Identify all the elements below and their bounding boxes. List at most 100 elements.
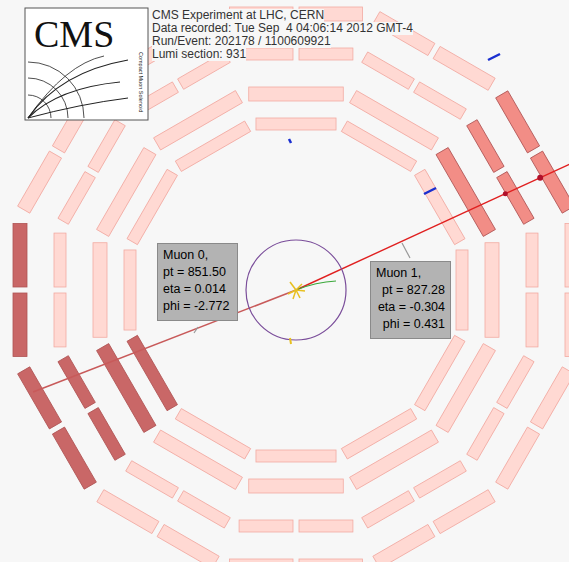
muon-track <box>33 290 296 392</box>
muon-chamber <box>530 151 569 213</box>
muon-chamber <box>414 461 467 498</box>
muon-chamber <box>97 344 156 433</box>
muon-chamber <box>496 91 540 153</box>
muon-chamber <box>54 233 66 287</box>
muon-chamber <box>496 427 540 489</box>
muon-value: phi = -2.772 <box>163 298 232 315</box>
jet-line <box>296 290 305 291</box>
muon-chambers <box>13 7 569 562</box>
hit-mark <box>488 54 500 60</box>
logo-arc <box>28 60 128 118</box>
muon-chamber <box>97 490 159 534</box>
muon-chamber <box>58 172 95 225</box>
muon-chamber <box>456 250 468 330</box>
muon-chamber <box>299 559 363 562</box>
muon-chamber <box>414 82 467 119</box>
logo-arc <box>28 82 120 118</box>
muon-value: eta = 0.014 <box>163 281 232 298</box>
muon-chamber <box>497 172 534 225</box>
jet-line <box>290 282 296 290</box>
jet-line <box>296 290 300 298</box>
tracker-boundary <box>246 240 346 340</box>
muon-chamber <box>362 52 415 89</box>
muon-chamber <box>436 344 495 433</box>
logo-arc <box>28 62 84 118</box>
tracker <box>246 240 346 344</box>
muon-chamber <box>97 148 156 237</box>
jet-line <box>293 290 296 299</box>
muon-chamber <box>350 91 439 150</box>
muon-name: Muon 1, <box>376 265 445 282</box>
header-text: Data recorded: Tue Sep 4 04:06:14 2012 G… <box>152 22 413 35</box>
logo-text: CMS <box>34 14 114 54</box>
muon-chamber <box>373 524 435 562</box>
muon-chamber <box>154 430 243 489</box>
muon-chamber <box>13 293 27 357</box>
muon-chamber <box>256 450 336 462</box>
muon-chamber <box>88 408 125 461</box>
jet-line <box>290 338 291 344</box>
muon-chamber <box>154 91 243 150</box>
header-text: Run/Event: 202178 / 1100609921 <box>152 35 331 48</box>
muon-chamber <box>88 120 125 173</box>
muon-chamber <box>467 408 504 461</box>
header-text: CMS Experiment at LHC, CERN <box>152 9 324 22</box>
muon-chamber <box>526 293 538 347</box>
logo-arc <box>28 56 104 118</box>
hit-mark <box>289 139 291 143</box>
hit-mark <box>424 188 436 194</box>
muon-chamber <box>13 223 27 287</box>
muon-chamber <box>124 250 136 330</box>
muon-chamber <box>433 490 495 534</box>
muon-value: phi = 0.431 <box>376 316 445 333</box>
logo-arc <box>28 95 51 118</box>
muon-chamber <box>256 118 336 130</box>
jet-line <box>296 284 302 290</box>
muon-chamber <box>497 356 534 409</box>
muon-chamber <box>93 243 107 338</box>
muon-chamber <box>157 524 219 562</box>
muon-chamber <box>350 430 439 489</box>
hit-mark <box>503 191 508 196</box>
muon-chamber <box>239 48 293 60</box>
muon-chamber <box>249 87 344 101</box>
muon-chamber <box>485 243 499 338</box>
muon-chamber <box>530 367 569 429</box>
muon-chamber <box>18 367 62 429</box>
muon-chamber <box>178 491 231 528</box>
muon-chamber <box>229 559 293 562</box>
muon-chamber <box>54 293 66 347</box>
muon-chamber <box>436 148 495 237</box>
muon-name: Muon 0, <box>163 247 232 264</box>
leader-line <box>402 243 410 258</box>
muon-chamber <box>126 461 179 498</box>
header-text: Lumi section: 931 <box>152 48 246 61</box>
muon-chamber <box>58 356 95 409</box>
muon-chamber <box>526 233 538 287</box>
muon-callout: Muon 0,pt = 851.50eta = 0.014phi = -2.77… <box>157 243 238 321</box>
muon-value: eta = -0.304 <box>376 299 445 316</box>
muon-chamber <box>362 491 415 528</box>
muon-chamber <box>18 151 62 213</box>
cms-logo <box>25 8 148 120</box>
muon-chamber <box>467 120 504 173</box>
muon-chamber <box>565 223 569 287</box>
hit-mark <box>537 175 543 181</box>
muon-chamber <box>565 293 569 357</box>
logo-arc <box>28 78 68 118</box>
muon-chamber <box>299 520 353 532</box>
muon-chamber <box>299 48 353 60</box>
muon-chamber <box>433 46 495 90</box>
muon-value: pt = 851.50 <box>163 264 232 281</box>
track <box>296 281 336 290</box>
muon-chamber <box>249 479 344 493</box>
muon-chamber <box>52 427 96 489</box>
muon-value: pt = 827.28 <box>376 282 445 299</box>
logo-subtitle: Compact Muon Solenoid <box>138 52 144 112</box>
muon-callout: Muon 1,pt = 827.28eta = -0.304phi = 0.43… <box>370 261 451 339</box>
muon-chamber <box>239 520 293 532</box>
leader-line <box>194 327 198 333</box>
